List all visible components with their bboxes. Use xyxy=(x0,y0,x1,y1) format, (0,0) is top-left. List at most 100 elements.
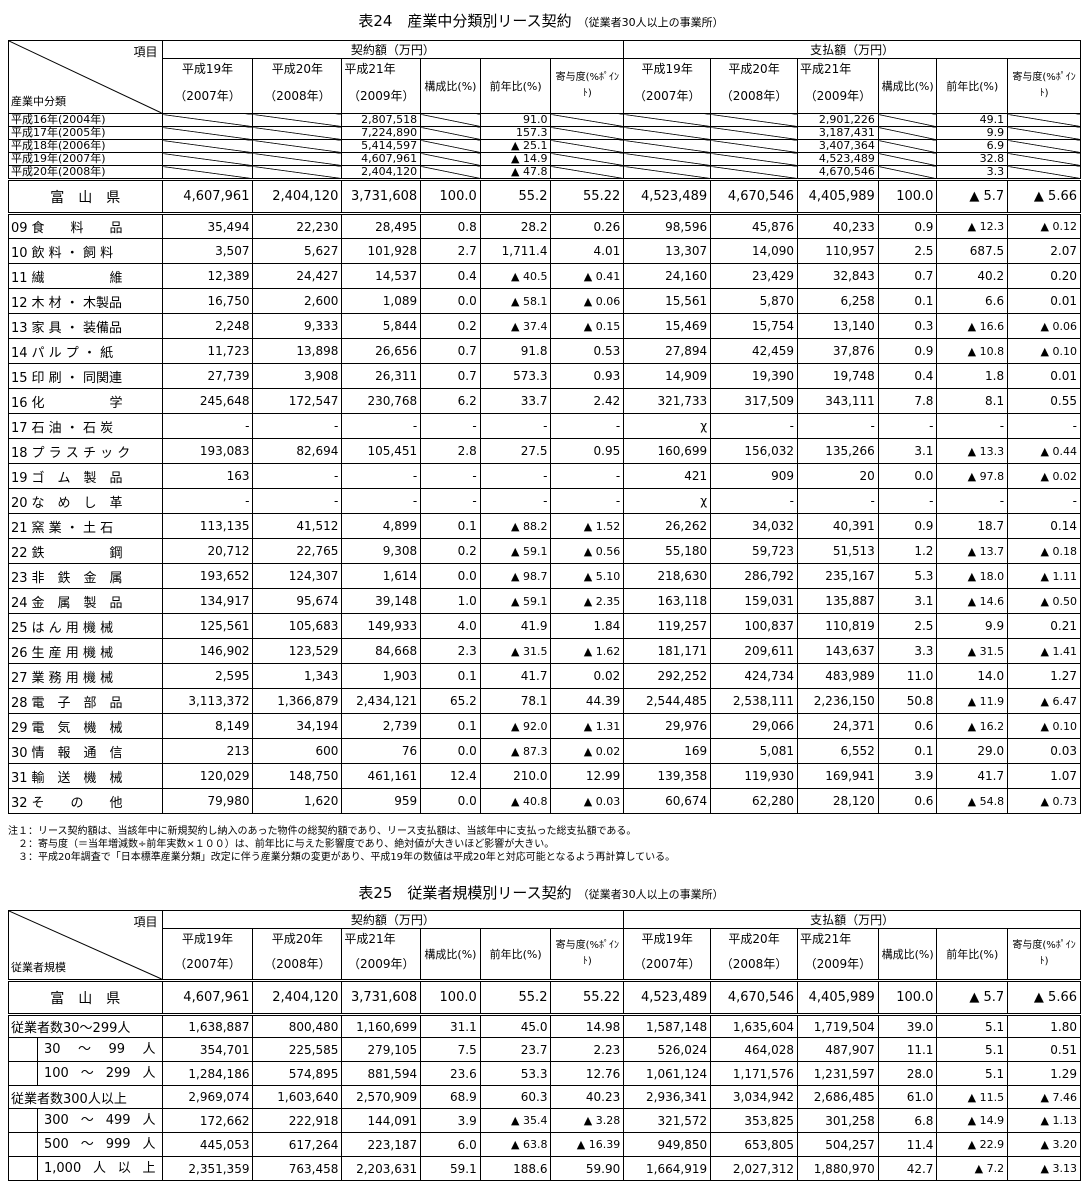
industry-c1: 1,366,879 xyxy=(252,688,343,714)
industry-c7: 42,459 xyxy=(710,338,798,364)
industry-c4: ▲ 98.7 xyxy=(479,563,552,589)
industry-c7: 62,280 xyxy=(710,788,798,814)
pref-c4: 55.2 xyxy=(479,179,552,214)
industry-c11: - xyxy=(1007,413,1081,439)
table25-group-shiharai: 支払額（万円） xyxy=(623,910,1081,929)
size-c3: 23.6 xyxy=(420,1061,481,1086)
industry-c4: ▲ 88.2 xyxy=(479,513,552,539)
industry-c9: - xyxy=(877,413,938,439)
industry-c2: 105,451 xyxy=(341,438,422,464)
size-c6: 1,664,919 xyxy=(623,1156,712,1181)
industry-c11: 0.55 xyxy=(1007,388,1081,414)
pref-c8: 4,405,989 xyxy=(797,980,879,1015)
industry-c3: 0.1 xyxy=(420,513,481,539)
industry-c9: 7.8 xyxy=(877,388,938,414)
pref-c5: 55.22 xyxy=(550,179,625,214)
industry-c3: 2.3 xyxy=(420,638,481,664)
industry-c4: 210.0 xyxy=(479,763,552,789)
industry-c8: 51,513 xyxy=(797,538,879,564)
size-c7: 353,825 xyxy=(710,1108,798,1133)
history-sz: 32.8 xyxy=(936,152,1009,166)
industry-c5: 4.01 xyxy=(550,238,625,264)
industry-c2: 2,434,121 xyxy=(341,688,422,714)
table24-title-sub: （従業者30人以上の事業所） xyxy=(577,16,724,29)
industry-c5: ▲ 0.56 xyxy=(550,538,625,564)
industry-c11: ▲ 0.18 xyxy=(1007,538,1081,564)
industry-c0: 113,135 xyxy=(161,513,254,539)
industry-code: 13 xyxy=(11,320,28,336)
industry-c5: 0.93 xyxy=(550,363,625,389)
industry-c11: ▲ 0.50 xyxy=(1007,588,1081,614)
size-c8: 487,907 xyxy=(797,1037,879,1062)
industry-code: 15 xyxy=(11,370,28,386)
industry-c5: 0.02 xyxy=(550,663,625,689)
industry-c3: 0.0 xyxy=(420,563,481,589)
industry-c3: 2.8 xyxy=(420,438,481,464)
industry-c10: 1.8 xyxy=(936,363,1009,389)
size-c3: 7.5 xyxy=(420,1037,481,1062)
size-sub-part: 人 xyxy=(92,1161,106,1176)
industry-c0: 16,750 xyxy=(161,288,254,314)
industry-c1: 1,343 xyxy=(252,663,343,689)
history-empty xyxy=(252,165,343,180)
industry-c10: - xyxy=(936,488,1009,514)
size-group-label: 従業者数30～299人 xyxy=(8,1014,163,1038)
size-c2: 881,594 xyxy=(341,1061,422,1086)
history-empty xyxy=(710,139,798,153)
size-c11: 1.80 xyxy=(1007,1014,1081,1038)
size-c1: 574,895 xyxy=(252,1061,343,1086)
industry-c3: 0.1 xyxy=(420,663,481,689)
industry-name: 輸 送 機 械 xyxy=(31,770,123,786)
industry-c5: ▲ 1.52 xyxy=(550,513,625,539)
industry-c8: 32,843 xyxy=(797,263,879,289)
industry-c1: 9,333 xyxy=(252,313,343,339)
pref-c11: ▲ 5.66 xyxy=(1007,980,1081,1015)
size-c10: ▲ 14.9 xyxy=(936,1108,1009,1133)
size-c4: 188.6 xyxy=(479,1156,552,1181)
size-c4: 23.7 xyxy=(479,1037,552,1062)
industry-c4: 91.8 xyxy=(479,338,552,364)
history-empty xyxy=(623,152,712,166)
industry-c8: 19,748 xyxy=(797,363,879,389)
industry-c2: - xyxy=(341,463,422,489)
industry-code: 09 xyxy=(11,221,28,236)
table25-h-s-y20b: （2008年） xyxy=(710,948,798,981)
size-c4: ▲ 63.8 xyxy=(479,1132,552,1157)
size-c2: 2,570,909 xyxy=(341,1085,422,1109)
industry-c5: ▲ 0.06 xyxy=(550,288,625,314)
size-c10: ▲ 7.2 xyxy=(936,1156,1009,1181)
table24-h-y21: 平成21年 xyxy=(341,58,422,78)
table24-corner-bottom: 産業中分類 xyxy=(11,95,66,108)
industry-c0: 2,248 xyxy=(161,313,254,339)
industry-c11: ▲ 0.73 xyxy=(1007,788,1081,814)
industry-c4: - xyxy=(479,413,552,439)
table25-h-kosei2: 構成比(%) xyxy=(877,928,938,981)
industry-c8: - xyxy=(797,488,879,514)
table25-h-y19: 平成19年 xyxy=(161,928,254,949)
industry-c0: 79,980 xyxy=(161,788,254,814)
notes: 注１：リース契約額は、当該年中に新規契約し納入のあった物件の総契約額であり、リー… xyxy=(8,825,675,864)
industry-c11: ▲ 0.10 xyxy=(1007,338,1081,364)
table25-h-s-y19b: （2007年） xyxy=(623,948,712,981)
table25-h-kosei: 構成比(%) xyxy=(420,928,481,981)
table24-h-s-y21: 平成21年 xyxy=(797,58,879,78)
table25-header-row2: 平成19年 平成20年 平成21年 構成比(%) 前年比(%) 寄与度(%ﾎﾟｲ… xyxy=(9,928,1081,981)
table24-corner: 項目 産業中分類 xyxy=(8,40,163,114)
industry-c0: 3,113,372 xyxy=(161,688,254,714)
industry-c5: - xyxy=(550,488,625,514)
industry-c9: 1.2 xyxy=(877,538,938,564)
industry-c4: ▲ 31.5 xyxy=(479,638,552,664)
pref-c8: 4,405,989 xyxy=(797,179,879,214)
table24-h-kosei: 構成比(%) xyxy=(420,58,481,114)
industry-c10: ▲ 16.2 xyxy=(936,713,1009,739)
